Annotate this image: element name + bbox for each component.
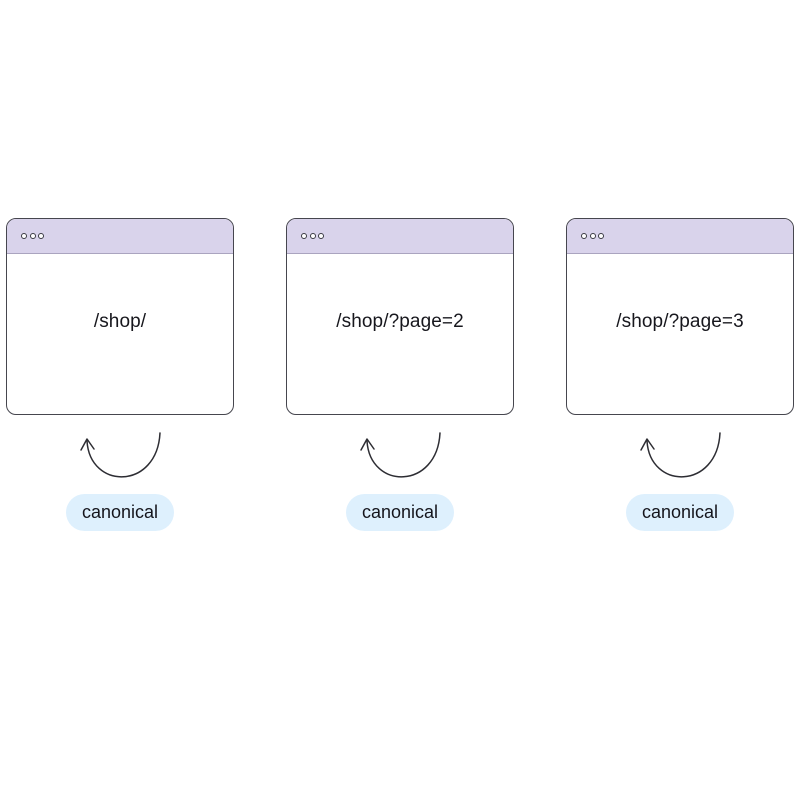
browser-window-body: /shop/?page=2 (287, 254, 513, 414)
self-loop-arrow-icon (640, 432, 721, 478)
diagram-column-shop-page-2: /shop/?page=2 canonical (286, 218, 514, 531)
canonical-badge-label: canonical (641, 502, 719, 522)
browser-window: /shop/ (6, 218, 234, 415)
canonical-badge: canonical (625, 494, 735, 531)
browser-titlebar (567, 219, 793, 254)
page-url: /shop/?page=3 (616, 310, 744, 332)
window-control-dot-icon (301, 233, 307, 239)
page-url: /shop/?page=2 (336, 310, 464, 332)
browser-window-body: /shop/?page=3 (567, 254, 793, 414)
diagram-column-shop-page-3: /shop/?page=3 canonical (566, 218, 794, 531)
window-control-dot-icon (318, 233, 324, 239)
diagram-column-shop: /shop/ canonical (6, 218, 234, 531)
canonical-badge-label: canonical (361, 502, 439, 522)
window-control-dot-icon (38, 233, 44, 239)
canonical-badge: canonical (65, 494, 175, 531)
window-control-dot-icon (309, 233, 316, 239)
self-loop-arrow-icon (80, 432, 161, 478)
browser-titlebar (287, 219, 513, 254)
canonical-badge: canonical (345, 494, 455, 531)
window-control-dot-icon (598, 233, 604, 239)
window-control-dot-icon (29, 233, 36, 239)
window-control-dot-icon (581, 233, 587, 239)
browser-titlebar (7, 219, 233, 254)
browser-window: /shop/?page=3 (566, 218, 794, 415)
page-url: /shop/ (93, 310, 147, 332)
browser-window: /shop/?page=2 (286, 218, 514, 415)
window-control-dot-icon (21, 233, 27, 239)
canonical-badge-label: canonical (81, 502, 159, 522)
self-loop-arrow-icon (360, 432, 441, 478)
browser-window-body: /shop/ (7, 254, 233, 414)
window-control-dot-icon (589, 233, 596, 239)
